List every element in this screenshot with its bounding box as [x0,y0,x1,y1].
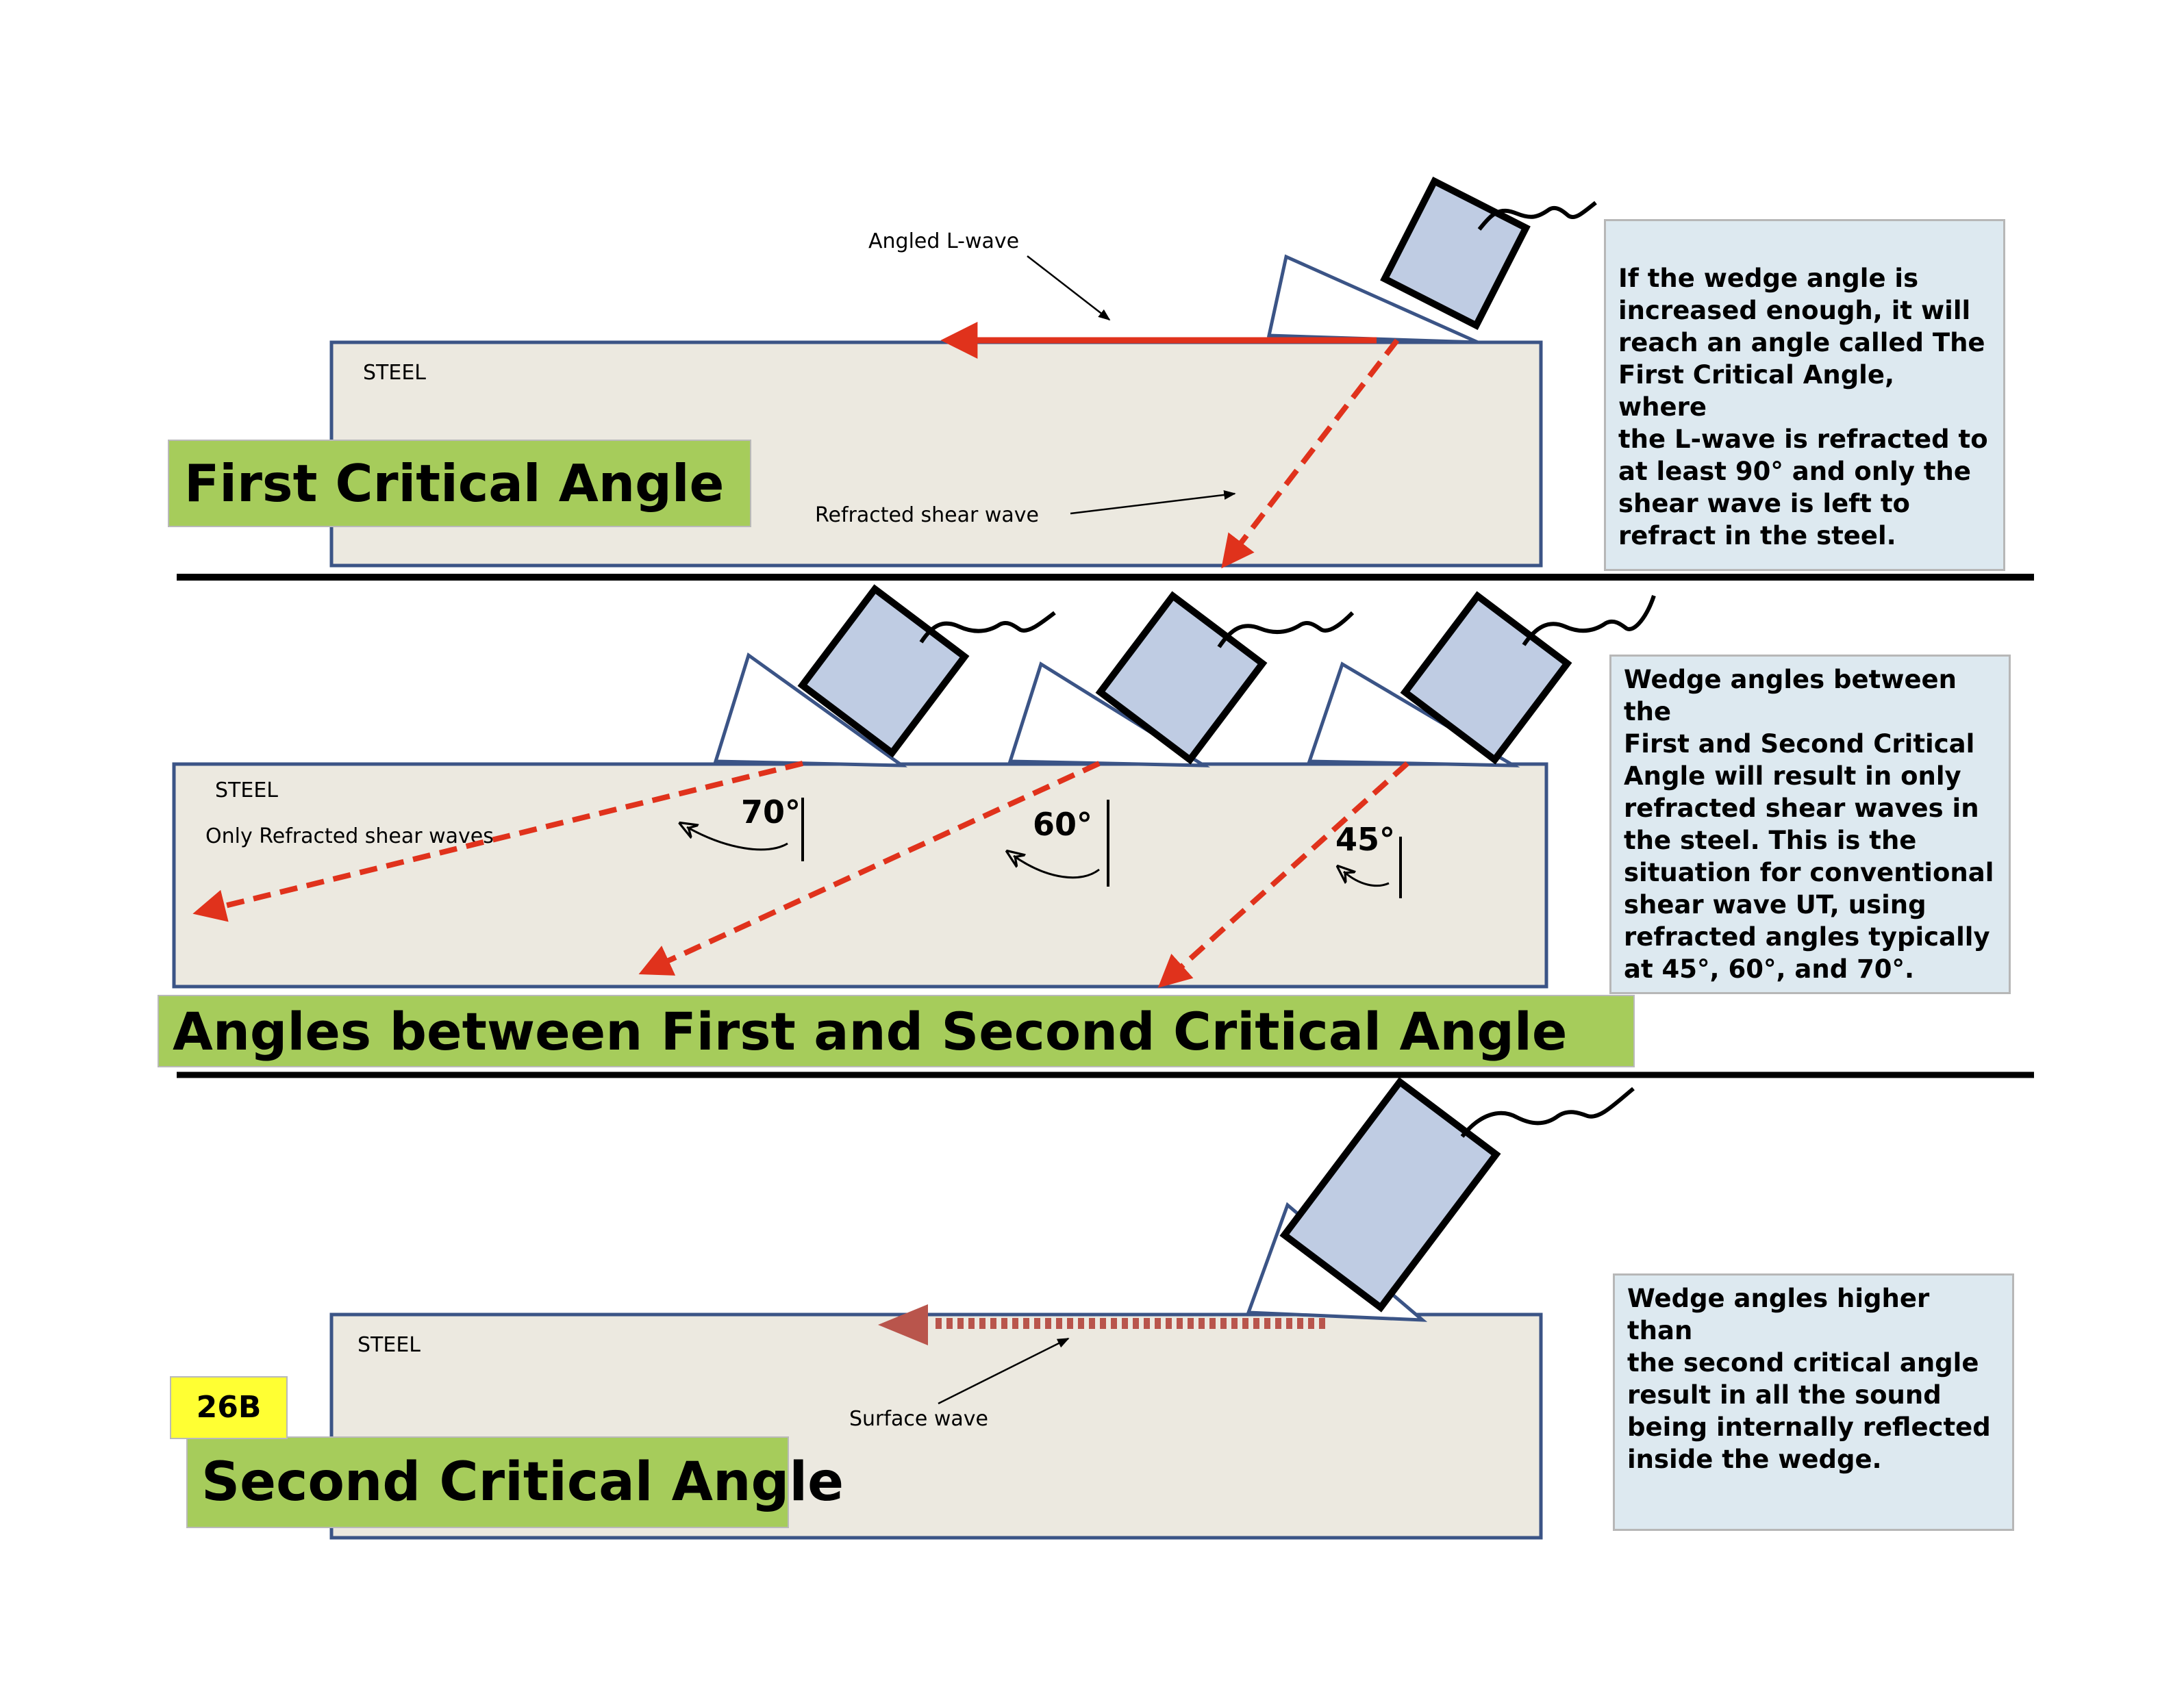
note-first-critical-angle: If the wedge angle is increased enough, … [1604,219,2005,571]
angle-curl-70 [687,827,788,851]
angle-curl-45 [1344,872,1390,887]
steel-label: STEEL [363,361,426,385]
panel-between-critical: STEEL Only Refracted shear waves 70° 60° [172,584,1656,989]
banner-second-critical-angle: Second Critical Angle [186,1436,844,1528]
page-number-tag: 26B [170,1376,288,1439]
banner-first-critical-angle: First Critical Angle [168,440,751,527]
transducer-60 [1095,591,1268,765]
transducer-cable [1460,1087,1635,1138]
shear-wave-70 [192,761,803,922]
shear-waves-label: Only Refracted shear waves [205,824,494,848]
shear-wave-label: Refracted shear wave [815,503,1039,527]
transducer-cable-45 [1522,595,1656,646]
wedge-45 [1307,661,1520,768]
note-second-critical-angle: Wedge angles higher than the second crit… [1613,1273,2014,1531]
transducer-cable-60 [1217,611,1355,648]
angle-label-45: 45° [1335,821,1395,858]
banner-between-critical-angles: Angles between First and Second Critical… [158,995,1635,1067]
note-between-critical-angles: Wedge angles between the First and Secon… [1609,655,2011,994]
wedge-60 [1007,661,1211,768]
surface-wave-arrowhead [878,1304,928,1345]
shear-wave-arrow [1221,338,1400,569]
surface-wave-pointer [938,1337,1070,1405]
l-wave-label: Angled L-wave [868,229,1019,253]
transducer-70 [797,584,970,758]
surface-wave-label: Surface wave [849,1407,988,1431]
angle-label-60: 60° [1033,806,1092,843]
steel-label: STEEL [357,1333,421,1357]
panel-first-critical: STEEL Angled L-wave Refracted shear wave [329,176,1597,569]
steel-label: STEEL [215,778,278,802]
shear-wave-60 [638,761,1101,976]
transducer [1279,1077,1501,1312]
angle-label-70: 70° [741,794,801,830]
angle-curl-60 [1014,856,1100,879]
transducer-cable-70 [919,611,1056,644]
transducer [1380,176,1531,331]
transducer-cable [1477,201,1597,231]
wedge-70 [713,652,908,768]
l-wave-pointer [1027,255,1111,321]
shear-wave-pointer [1070,490,1236,515]
transducer-45 [1400,591,1572,765]
